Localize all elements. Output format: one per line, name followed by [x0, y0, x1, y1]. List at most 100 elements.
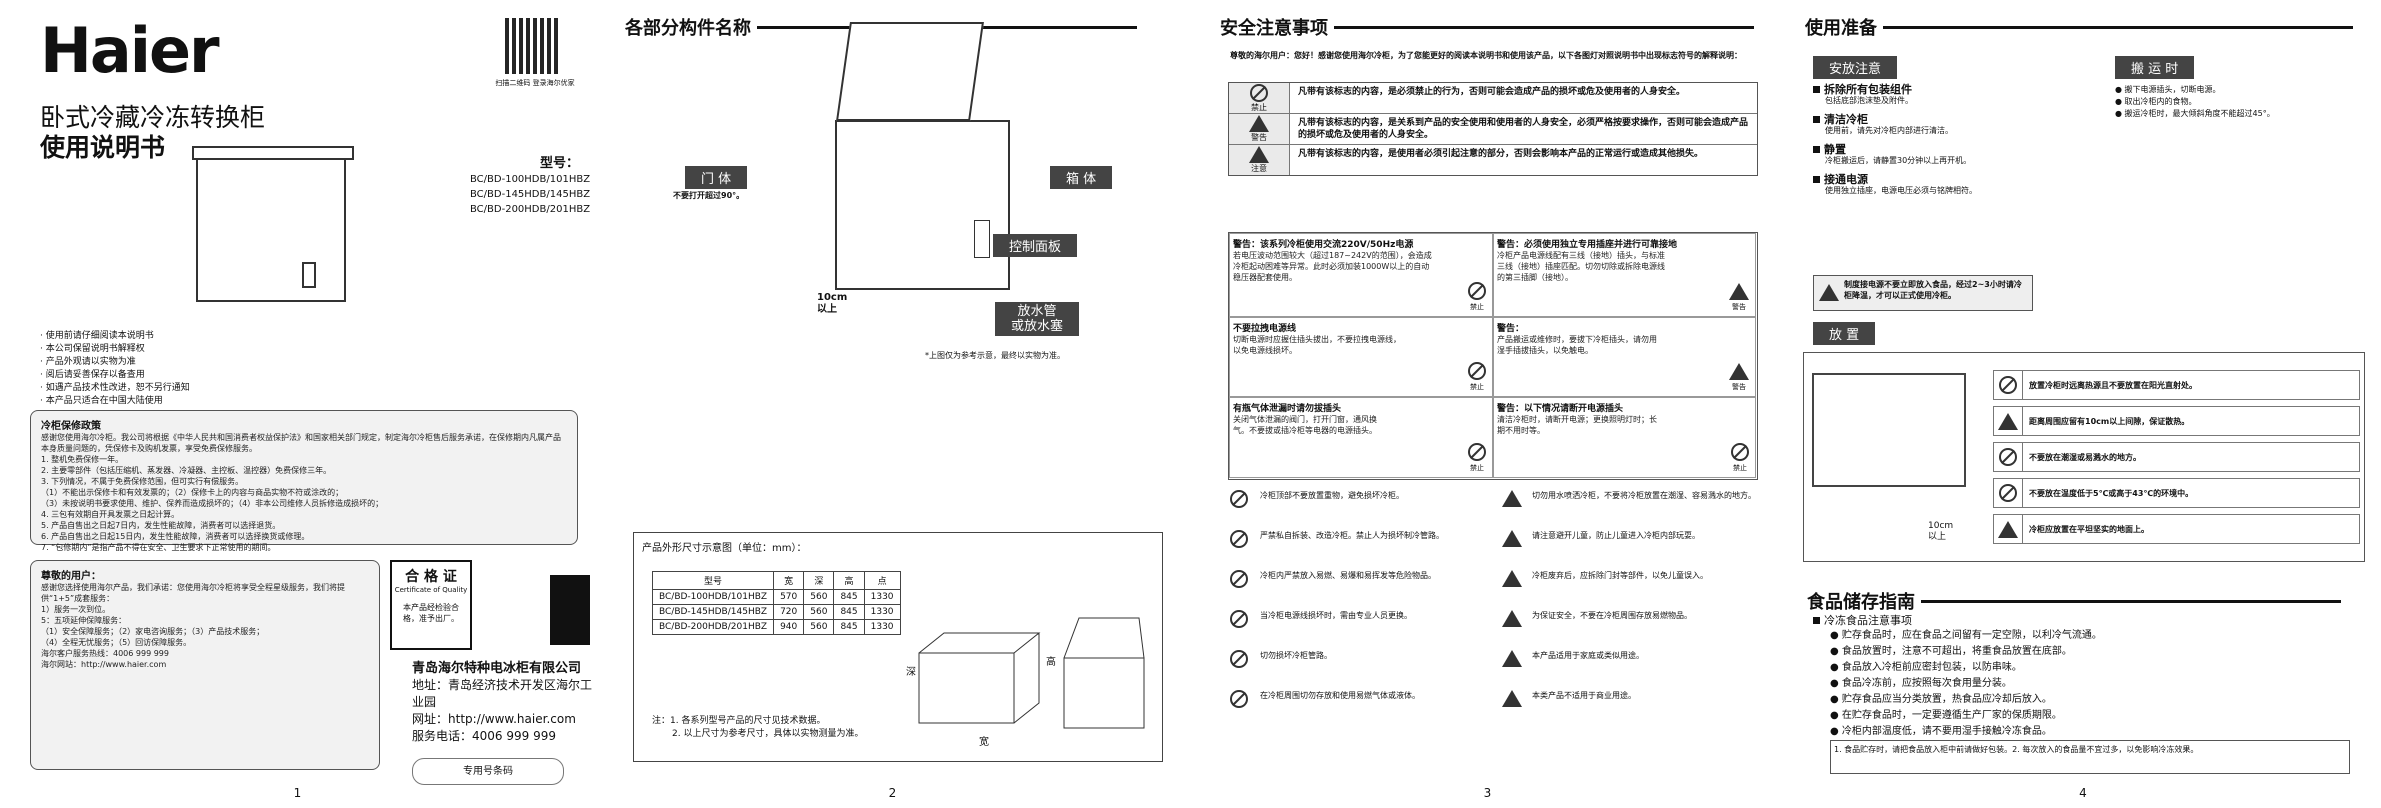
cert-title: 合 格 证 [405, 569, 457, 585]
control-panel-shape [974, 220, 990, 258]
food-heading: 食品储存指南 [1807, 592, 1915, 613]
barcode-stamp: 专用号条码 [412, 758, 564, 785]
company-website[interactable]: http://www.haier.com [448, 712, 576, 726]
col-depth: 深 [803, 571, 835, 590]
section-heading: 食品储存指南 [1807, 588, 2341, 614]
safety-item: 为保证安全，不要在冷柜周围存放易燃物品。 [1502, 610, 1757, 627]
page-number: 3 [1483, 786, 1492, 800]
freezer-lid [192, 146, 354, 160]
warning-cell: 警告：产品搬运或维修时，要拔下冷柜插头，请勿用湿手插拔插头，以免触电。 警告 [1493, 317, 1756, 397]
user-item: 5：五项延伸保障服务： [41, 616, 127, 625]
safety-item: 请注意避开儿童，防止儿童进入冷柜内部玩耍。 [1502, 530, 1757, 547]
prohibited-icon [1999, 448, 2017, 466]
col-model: 型号 [651, 571, 775, 590]
warning-icon [1502, 530, 1522, 547]
prohibited-icon [1999, 484, 2017, 502]
table-header: 型号 宽 深 高 点 [651, 571, 901, 590]
col-height: 高 [833, 571, 865, 590]
model-item: BC/BD-100HDB/101HBZ [470, 174, 591, 185]
placement-row: 放置冷柜时远离热源且不要放置在阳光直射处。 [1993, 370, 2360, 400]
model-label: 型号： [540, 156, 580, 171]
prohibited-icon [1230, 690, 1248, 708]
label-gap: 10cm 以上 [817, 292, 848, 315]
policy-item: （1）不能出示保修卡和有效发票的；（2）保修卡上的内容与商品实物不符或涂改的； [41, 488, 344, 497]
axis-height: 高 [1046, 657, 1056, 668]
safety-item: 切勿损坏冷柜管路。 [1230, 650, 1480, 668]
prohibited-icon [1468, 282, 1486, 300]
prohibited-icon [1999, 376, 2017, 394]
company-info: 青岛海尔特种电冰柜有限公司 地址：青岛经济技术开发区海尔工业园 网址：http:… [412, 661, 593, 743]
page-1: Haier 扫描二维码 登录海尔优家 卧式冷藏冷冻转换柜 使用说明书 型号： B… [0, 0, 595, 808]
company-address: 青岛经济技术开发区海尔工业园 [412, 678, 593, 709]
cert-subtitle: Certificate of Quality [394, 586, 468, 594]
page-2: 各部分构件名称 门 体 不要打开超过90°。 箱 体 控制面板 放水管 或放水塞… [595, 0, 1190, 808]
prohibited-icon [1731, 443, 1749, 461]
warning-cell: 有瓶气体泄漏时请勿拔插头关闭气体泄漏的阀门，打开门窗，通风换气。不要拔或插冷柜等… [1229, 397, 1493, 478]
dimension-notes: 注：1. 各系列型号产品的尺寸见技术数据。 2. 以上尺寸为参考尺寸，具体以实物… [652, 715, 863, 741]
placement-row: 冷柜应放置在平坦坚实的地面上。 [1993, 514, 2360, 544]
product-title: 卧式冷藏冷冻转换柜 [40, 103, 266, 132]
food-item: 食品放置时，注意不可超出，将重食品放置在底部。 [1830, 644, 2102, 660]
freezer-illustration [192, 146, 354, 302]
dim-note: 2. 以上尺寸为参考尺寸，具体以实物测量为准。 [672, 729, 864, 739]
note-item: · 产品外观请以实物为准 [40, 357, 136, 367]
door-note: 不要打开超过90°。 [673, 191, 745, 200]
label-control-panel: 控制面板 [993, 234, 1078, 257]
prohibited-icon [1230, 530, 1248, 548]
user-item: 海尔网站：http://www.haier.com [41, 660, 167, 669]
haier-logo: Haier [40, 14, 220, 87]
note-item: · 本公司保留说明书解释权 [40, 344, 145, 354]
qr-code-icon [505, 18, 561, 74]
page-4: 使用准备 安放注意 拆除所有包装组件 包括底部泡沫垫及附件。 清洁冷柜 使用前，… [1785, 0, 2381, 808]
freezer-open-illustration [835, 22, 1010, 290]
policy-item: 2. 主要零部件（包括压缩机、蒸发器、冷凝器、主控板、温控器）免费保修三年。 [41, 466, 332, 475]
safety-intro: 尊敬的海尔用户：您好！感谢您使用海尔冷柜，为了您能更好的阅读本说明书和使用该产品… [1230, 51, 1742, 60]
install-list: 拆除所有包装组件 包括底部泡沫垫及附件。 清洁冷柜 使用前，请先对冷柜内部进行清… [1813, 82, 2103, 196]
section-heading: 使用准备 [1805, 14, 2353, 40]
food-item: 冷柜内部温度低，请不要用湿手接触冷冻食品。 [1830, 724, 2102, 740]
dimension-title: 产品外形尺寸示意图（单位：mm）： [642, 543, 807, 554]
warning-cell: 警告：以下情况请断开电源插头清洁冷柜时，请断开电源；更换照明灯时；长期不用时等。… [1493, 397, 1756, 478]
warning-cell: 警告：必须使用独立专用插座并进行可靠接地冷柜产品电源线配有三线（接地）插头，与标… [1493, 233, 1756, 317]
open-lid [836, 22, 984, 121]
safety-item: 严禁私自拆装、改造冷柜。禁止人为损坏制冷管路。 [1230, 530, 1480, 548]
safety-item: 切勿用水喷洒冷柜，不要将冷柜放置在潮湿、容易溅水的地方。 [1502, 490, 1757, 507]
install-label: 安放注意 [1813, 56, 1898, 79]
legend-row: 禁止 凡带有该标志的内容，是必须禁止的行为，否则可能会造成产品的损坏或危及使用者… [1229, 83, 1757, 114]
legend-row: 注意 凡带有该标志的内容，是使用者必须引起注意的部分，否则会影响本产品的正常运行… [1229, 145, 1757, 175]
install-warning: 制度接电源不要立即放入食品，经过2~3小时请冷柜降温，才可以正式使用冷柜。 [1813, 275, 2033, 311]
manual-title: 使用说明书 [40, 133, 166, 162]
page-3: 安全注意事项 尊敬的海尔用户：您好！感谢您使用海尔冷柜，为了您能更好的阅读本说明… [1190, 0, 1785, 808]
prohibited-icon [1230, 490, 1248, 508]
placement-row: 距离周围应留有10cm以上间隙，保证散热。 [1993, 406, 2360, 436]
warranty-policy-box: 冷柜保修政策 感谢您使用海尔冷柜。我公司将根据《中华人民共和国消费者权益保护法》… [30, 410, 578, 552]
warning-icon [1249, 115, 1269, 132]
note-item: · 使用前请仔细阅读本说明书 [40, 331, 154, 341]
section-heading: 安全注意事项 [1220, 14, 1754, 40]
heading-rule [1921, 599, 2341, 603]
heading-rule [1883, 25, 2353, 29]
prohibited-icon [1250, 83, 1268, 102]
user-item: 1）服务一次到位。 [41, 605, 111, 614]
placement-row: 不要放在温度低于5℃或高于43℃的环境中。 [1993, 478, 2360, 508]
food-item: 贮存食品时，应在食品之间留有一定空隙，以利冷气流通。 [1830, 628, 2102, 644]
parts-heading: 各部分构件名称 [625, 18, 751, 39]
prohibited-icon [1468, 362, 1486, 380]
policy-item: 4. 三包有效期自开具发票之日起计算。 [41, 510, 180, 519]
policy-title: 冷柜保修政策 [41, 421, 101, 432]
warning-icon [1502, 610, 1522, 627]
cert-text: 本产品经检验合格，准予出厂。 [403, 603, 459, 623]
model-item: BC/BD-200HDB/201HBZ [470, 204, 591, 215]
axis-depth: 深 [906, 667, 916, 678]
label-door: 门 体 [685, 166, 748, 189]
warning-icon [1502, 490, 1522, 507]
safety-item: 本产品适用于家庭或类似用途。 [1502, 650, 1757, 667]
label-cabinet: 箱 体 [1050, 166, 1113, 189]
safety-item: 本类产品不适用于商业用途。 [1502, 690, 1757, 707]
move-list: ● 搬下电源插头，切断电源。 ● 取出冷柜内的食物。 ● 搬运冷柜时，最大倾斜角… [2115, 85, 2275, 118]
freezer-handle [302, 262, 316, 288]
policy-item: 7. “包修期内”是指产品不得在安全、卫生要求下正常使用的期间。 [41, 543, 276, 552]
placement-gap: 10cm 以上 [1928, 521, 1954, 542]
prohibited-icon [1468, 443, 1486, 461]
service-box: 尊敬的用户： 感谢您选择使用海尔产品，我们承诺：您使用海尔冷柜将享受全程星级服务… [30, 560, 380, 770]
